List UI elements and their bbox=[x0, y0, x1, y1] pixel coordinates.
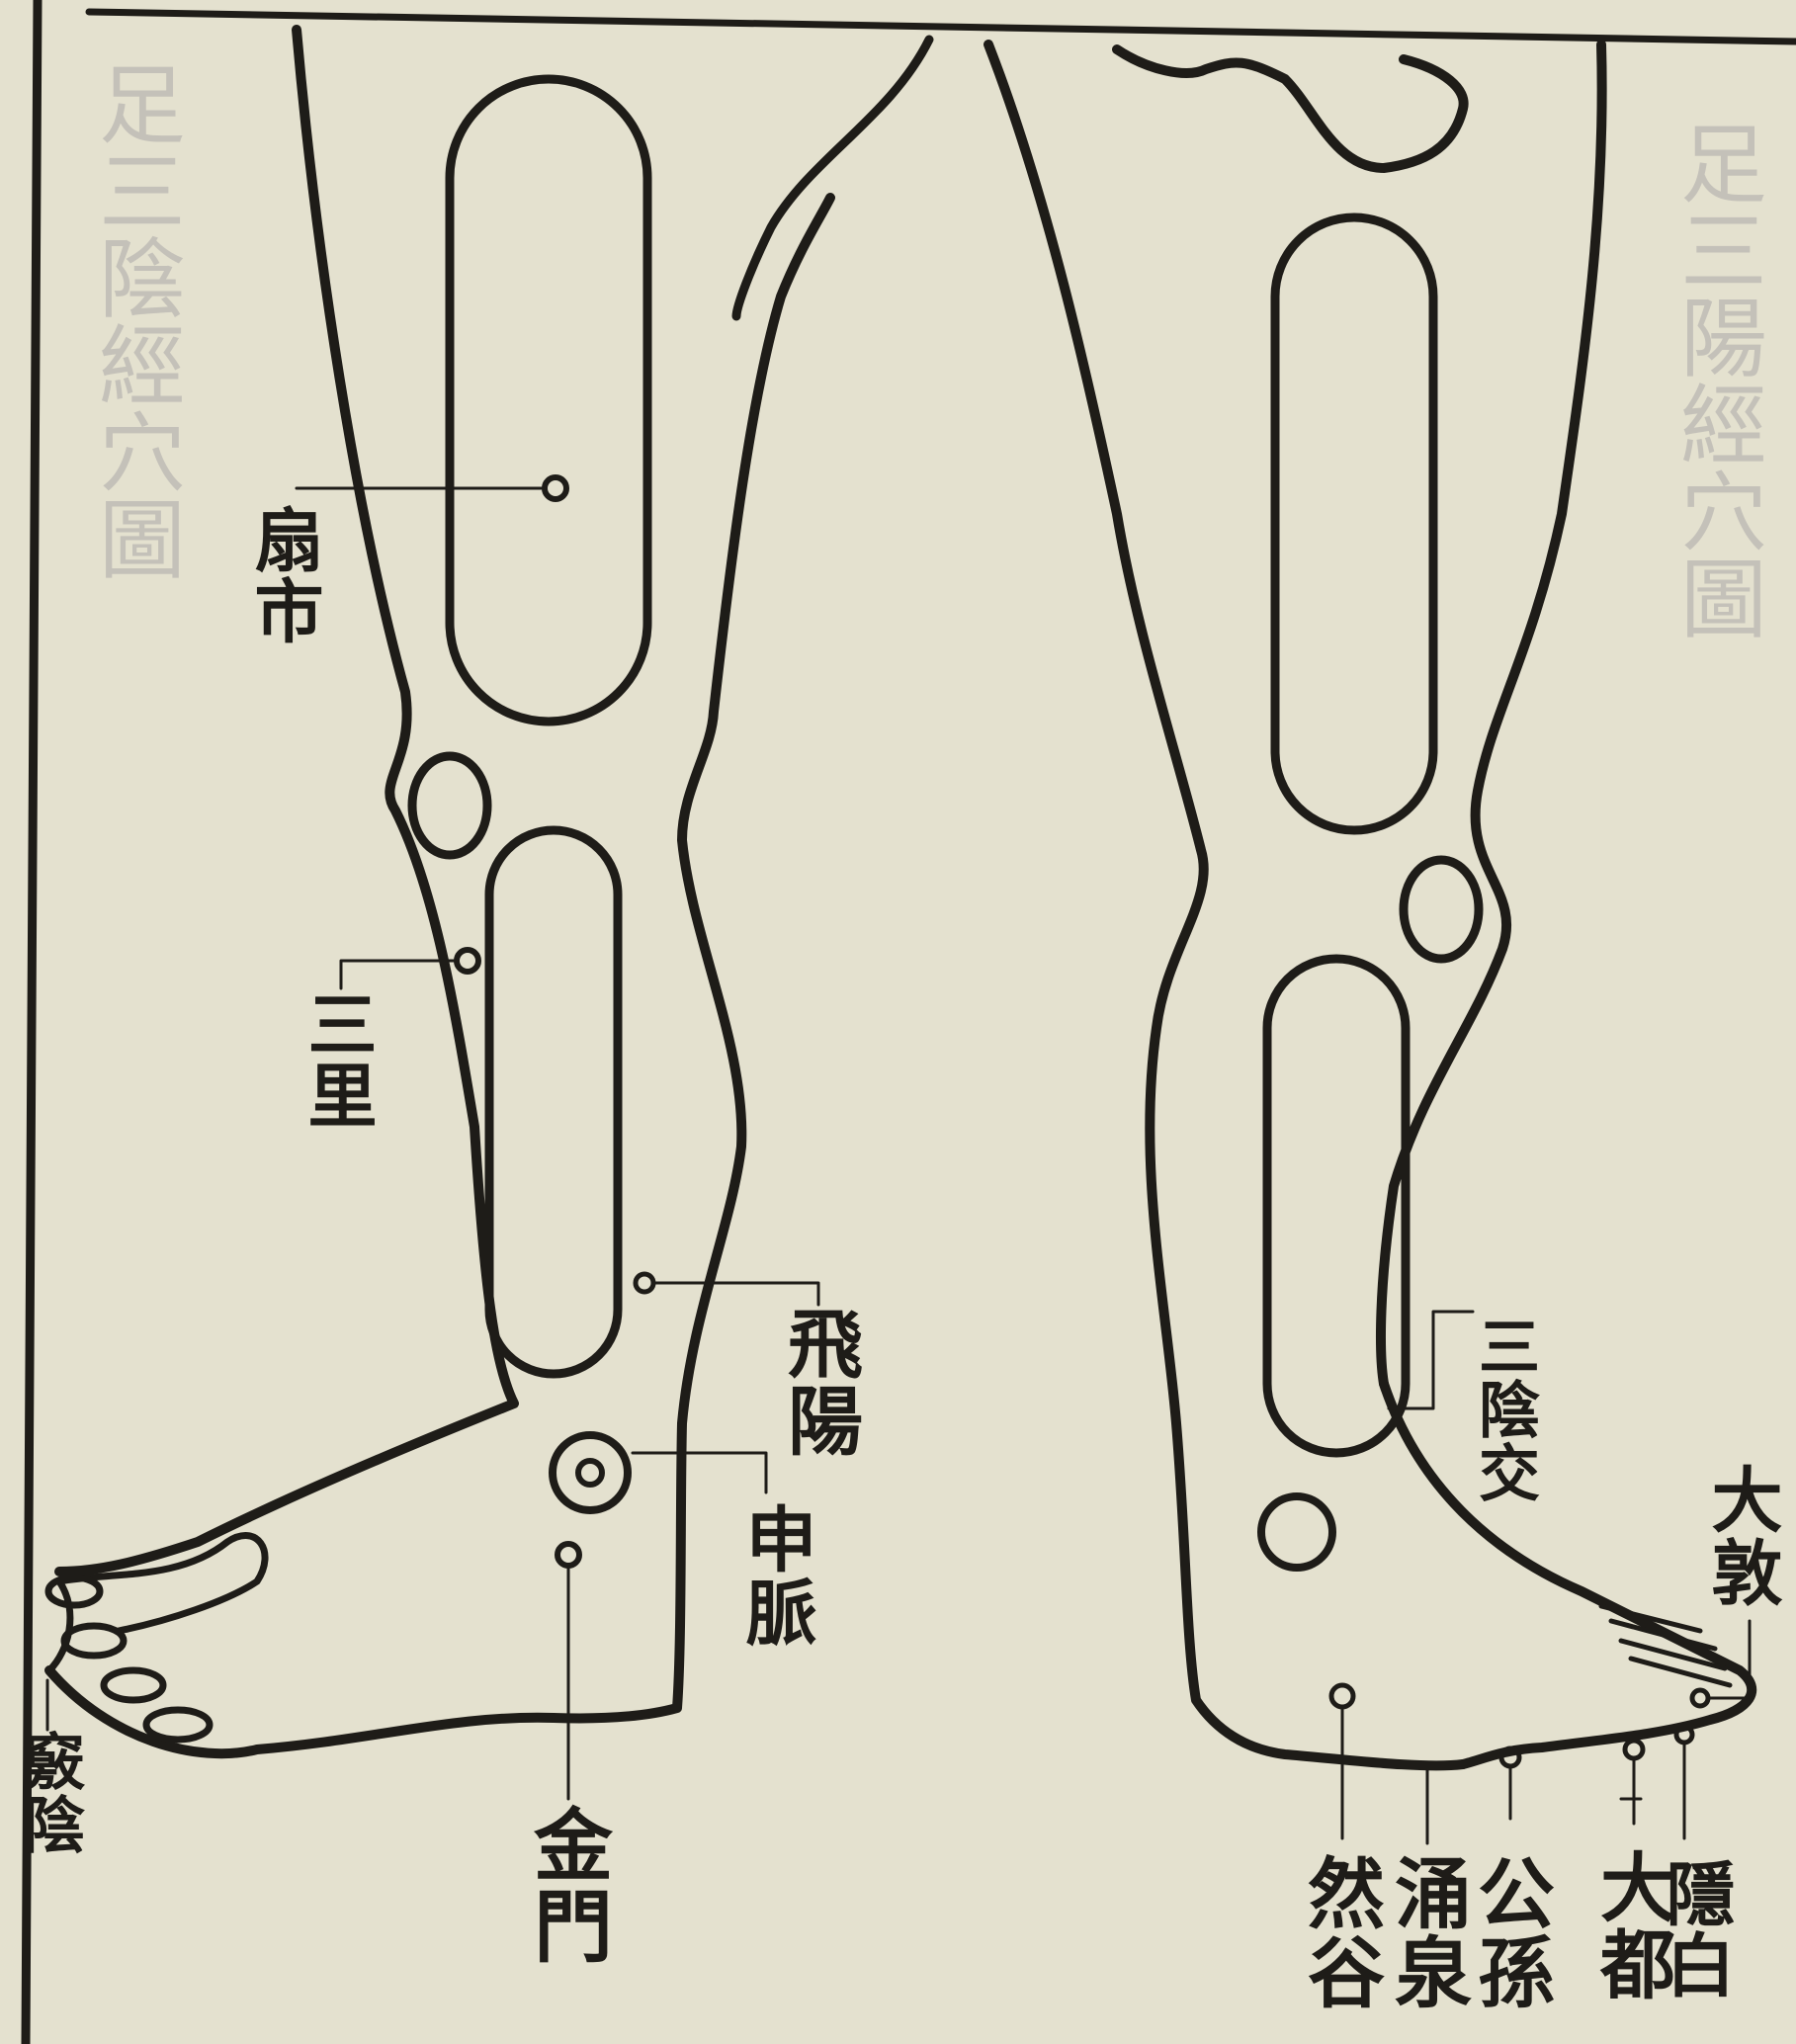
left-leg-points bbox=[47, 477, 818, 1799]
point-dadu-dot bbox=[1625, 1741, 1643, 1758]
label-yongquan: 涌泉 bbox=[1388, 1853, 1465, 2011]
point-feiyang-dot bbox=[636, 1274, 653, 1292]
right-toe-lines bbox=[1601, 1606, 1730, 1685]
left-shin-bone bbox=[489, 830, 618, 1374]
label-shenmai: 申脈 bbox=[739, 1502, 811, 1649]
left-thigh-bone bbox=[450, 79, 647, 722]
label-feiyang: 飛陽 bbox=[781, 1305, 856, 1459]
right-patella bbox=[1404, 860, 1479, 959]
right-leg-front-outline bbox=[988, 44, 1463, 1765]
leader-dadu bbox=[1621, 1759, 1641, 1824]
label-sanyinjiao: 三陰交 bbox=[1473, 1315, 1534, 1504]
point-jinmen-dot bbox=[557, 1544, 579, 1566]
left-toe-2 bbox=[64, 1626, 124, 1656]
left-patella bbox=[412, 756, 487, 855]
left-ankle-bone bbox=[553, 1435, 628, 1510]
leader-feiyang bbox=[654, 1283, 818, 1305]
label-fushi: 扇市 bbox=[249, 504, 318, 646]
right-thigh-bone bbox=[1275, 217, 1433, 830]
page-top-rule bbox=[89, 12, 1796, 42]
label-gongsun: 公孫 bbox=[1471, 1853, 1548, 2011]
label-rangu: 然谷 bbox=[1301, 1853, 1378, 2011]
left-ankle-bone-center bbox=[578, 1461, 602, 1485]
point-yinbai-dot bbox=[1676, 1727, 1692, 1743]
label-yinbai: 隱白 bbox=[1661, 1858, 1730, 2001]
left-knee-front-outline bbox=[736, 40, 929, 316]
label-sanli: 三里 bbox=[302, 988, 372, 1131]
right-hip-outline bbox=[1117, 49, 1464, 168]
point-rangu-dot bbox=[1331, 1685, 1353, 1707]
right-leg bbox=[988, 44, 1752, 1765]
left-leg bbox=[48, 30, 929, 1753]
leader-sanli bbox=[341, 961, 457, 988]
right-ankle-bone bbox=[1261, 1496, 1332, 1568]
label-dadun: 大敦 bbox=[1705, 1463, 1776, 1609]
point-fushi-dot bbox=[545, 477, 566, 499]
label-qiaoyin: 竅陰 bbox=[18, 1730, 79, 1856]
left-heel-outline bbox=[49, 198, 830, 1753]
point-dadun-dot bbox=[1692, 1690, 1708, 1706]
left-toe-3 bbox=[104, 1670, 163, 1700]
leader-shenmai bbox=[633, 1453, 766, 1492]
left-toe-4 bbox=[146, 1710, 210, 1740]
point-sanli-dot bbox=[457, 950, 478, 972]
label-jinmen: 金門 bbox=[528, 1804, 607, 1966]
